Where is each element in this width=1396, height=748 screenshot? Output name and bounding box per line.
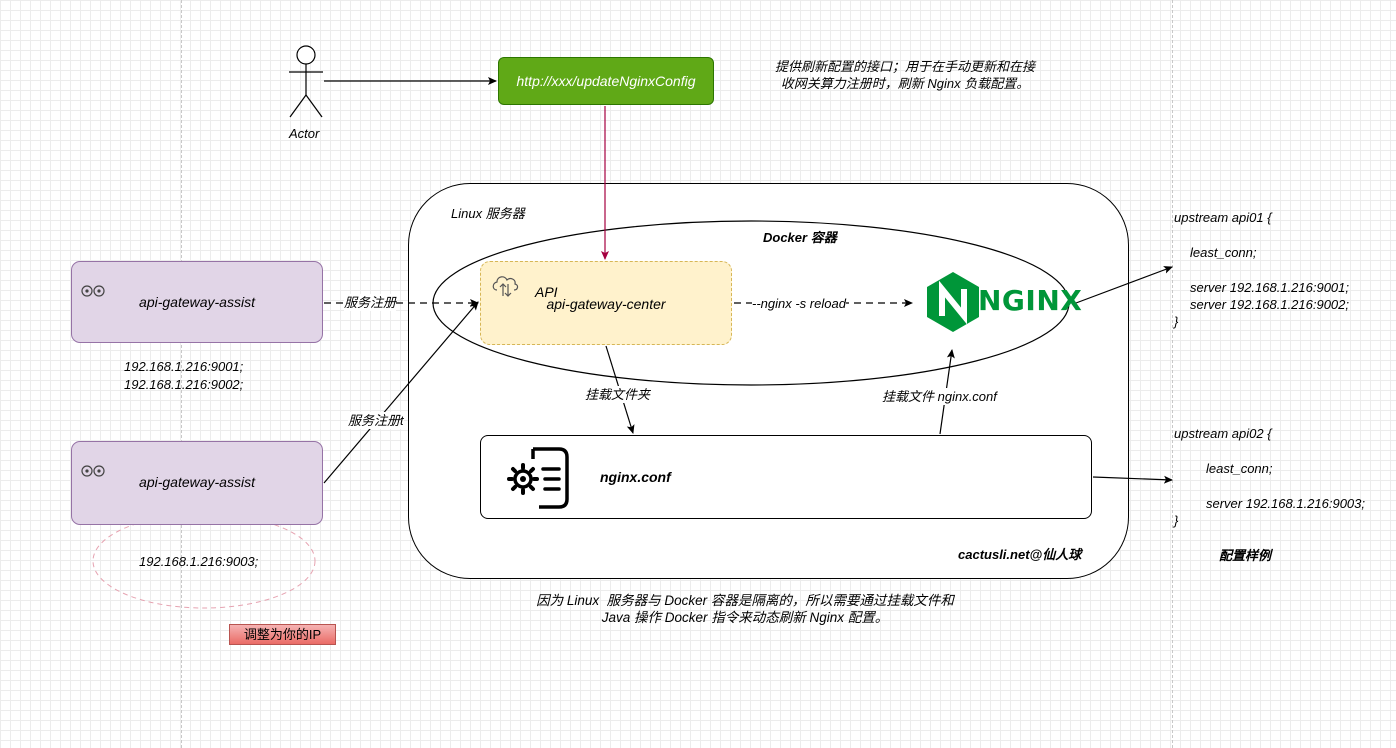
link-icon <box>81 285 105 297</box>
guide-line-right <box>1172 0 1173 748</box>
api-gateway-center-label: api-gateway-center <box>546 296 666 312</box>
edge-label-mount-folder: 挂载文件夹 <box>585 386 651 403</box>
bottom-note-line-2: Java 操作 Docker 指令来动态刷新 Nginx 配置。 <box>601 610 889 625</box>
api-gateway-assist-box-2[interactable]: api-gateway-assist <box>71 441 323 525</box>
config-2-line-3: server 192.168.1.216:9003; <box>1206 496 1366 511</box>
cloud-sync-icon <box>492 276 519 297</box>
assist-1-ip-2: 192.168.1.216:9002; <box>124 377 244 392</box>
top-note-line-1: 提供刷新配置的接口；用于在手动更新和在接 <box>774 59 1035 74</box>
link-icon <box>81 465 105 477</box>
url-label: http://xxx/updateNginxConfig <box>516 73 696 89</box>
nginx-hexagon-icon <box>927 272 979 332</box>
edge-config-1 <box>1075 266 1173 304</box>
assist-2-name: api-gateway-assist <box>139 474 255 490</box>
edge-register-2 <box>323 301 479 484</box>
config-2-line-4: } <box>1174 513 1179 528</box>
assist-1-ip-1: 192.168.1.216:9001; <box>124 359 244 374</box>
ip-adjust-note[interactable]: 调整为你的IP <box>229 624 336 645</box>
credit-label: cactusli.net@仙人球 <box>958 547 1082 562</box>
config-2-line-1: upstream api02 { <box>1174 426 1272 441</box>
edge-label-register-2: 服务注册t <box>348 412 404 429</box>
config-1-line-3: server 192.168.1.216:9001; <box>1190 280 1350 295</box>
guide-line-left <box>181 0 182 748</box>
top-note-line-2: 收网关算力注册时，刷新 Nginx 负载配置。 <box>780 76 1030 91</box>
api-label: API <box>535 284 558 300</box>
edge-label-register-1: 服务注册 <box>344 294 397 311</box>
edge-label-mount-file: 挂载文件 nginx.conf <box>882 388 997 405</box>
api-gateway-center-box[interactable]: API api-gateway-center <box>480 261 732 345</box>
actor-label: Actor <box>289 126 320 141</box>
config-1-line-2: least_conn; <box>1190 245 1257 260</box>
config-sample-caption: 配置样例 <box>1219 548 1272 563</box>
api-gateway-assist-box-1[interactable]: api-gateway-assist <box>71 261 323 343</box>
config-1-line-1: upstream api01 { <box>1174 210 1272 225</box>
nginx-logo[interactable]: NGINX <box>924 270 1082 334</box>
docker-label: Docker 容器 <box>763 230 837 245</box>
edge-config-2 <box>1092 475 1173 484</box>
nginx-conf-box[interactable]: nginx.conf <box>480 435 1092 519</box>
edge-label-reload: --nginx -s reload <box>752 295 846 312</box>
config-1-line-5: } <box>1174 314 1179 329</box>
nginx-conf-label: nginx.conf <box>600 469 671 485</box>
top-note: 提供刷新配置的接口；用于在手动更新和在接 收网关算力注册时，刷新 Nginx 负… <box>750 58 1060 92</box>
update-nginx-config-endpoint[interactable]: http://xxx/updateNginxConfig <box>498 57 714 105</box>
config-1-line-4: server 192.168.1.216:9002; <box>1190 297 1350 312</box>
bottom-note: 因为 Linux 服务器与 Docker 容器是隔离的，所以需要通过挂载文件和 … <box>500 592 990 626</box>
linux-server-label: Linux 服务器 <box>451 206 525 221</box>
config-2-line-2: least_conn; <box>1206 461 1273 476</box>
assist-1-name: api-gateway-assist <box>139 294 255 310</box>
bottom-note-line-1: 因为 Linux 服务器与 Docker 容器是隔离的，所以需要通过挂载文件和 <box>536 593 954 608</box>
assist-2-ip: 192.168.1.216:9003; <box>139 554 259 569</box>
config-file-icon <box>507 447 569 509</box>
actor-figure[interactable] <box>289 45 323 118</box>
nginx-logo-text: NGINX <box>978 284 1083 317</box>
